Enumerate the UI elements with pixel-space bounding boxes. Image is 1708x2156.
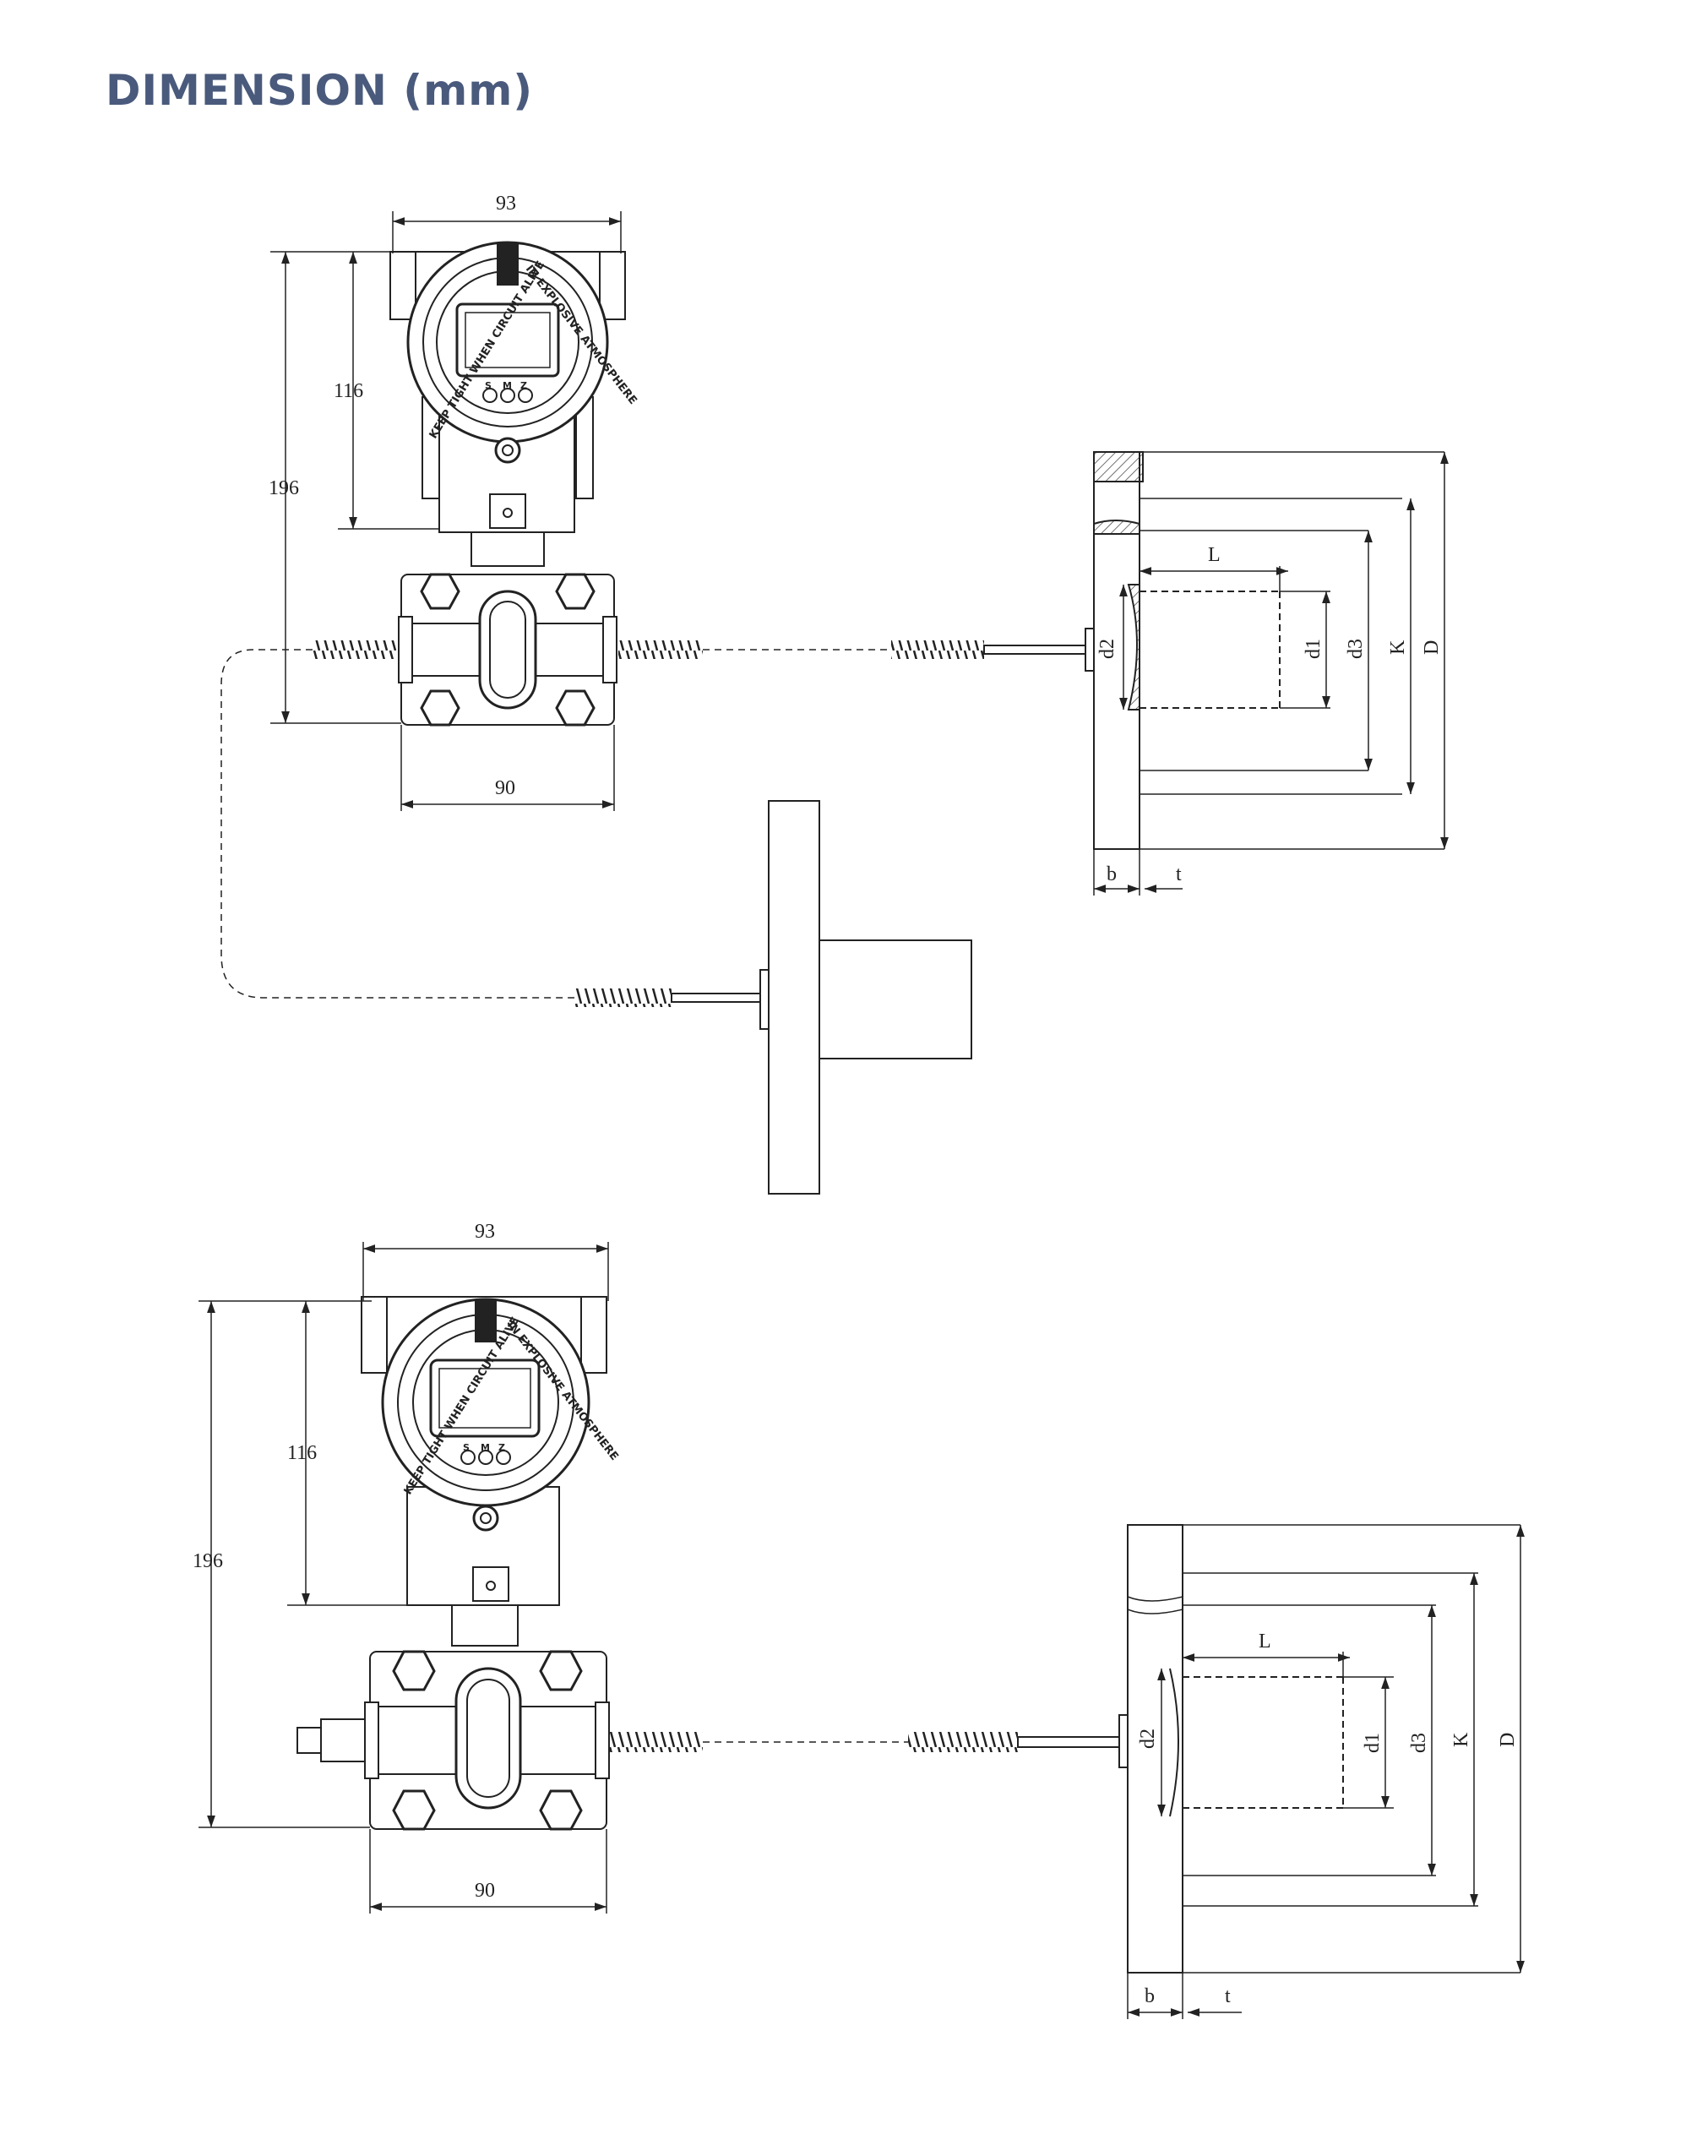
top-lower-seal-flange bbox=[759, 800, 972, 1195]
bottom-label-b: b bbox=[1145, 1985, 1155, 2007]
bottom-dim-93: 93 bbox=[475, 1221, 495, 1243]
bottom-dim-116: 116 bbox=[287, 1442, 317, 1464]
top-dimension-lines bbox=[270, 211, 1449, 896]
top-label-b: b bbox=[1107, 863, 1117, 885]
top-remote-seal-flange bbox=[1085, 451, 1444, 850]
bottom-remote-rod bbox=[1017, 1736, 1120, 1748]
bottom-button-s: S bbox=[463, 1442, 470, 1453]
bottom-dimension-lines bbox=[199, 1242, 1525, 2019]
bottom-right-thread bbox=[610, 1732, 703, 1752]
bottom-label-K: K bbox=[1450, 1732, 1472, 1747]
top-flange-body bbox=[398, 573, 617, 727]
top-label-d1: d1 bbox=[1303, 639, 1325, 659]
top-dim-116: 116 bbox=[334, 380, 363, 402]
bottom-remote-seal-flange bbox=[1118, 1524, 1520, 1974]
bottom-button-m: M bbox=[481, 1442, 490, 1453]
bottom-dim-196: 196 bbox=[193, 1550, 223, 1572]
bottom-flange-body bbox=[296, 1650, 610, 1831]
bottom-label-d1: d1 bbox=[1362, 1733, 1384, 1753]
top-lower-rod bbox=[671, 993, 761, 1003]
bottom-display-cover bbox=[381, 1298, 590, 1532]
top-neck bbox=[471, 531, 545, 567]
bottom-label-d2: d2 bbox=[1137, 1729, 1159, 1749]
bottom-button-z: Z bbox=[498, 1442, 505, 1453]
top-button-s: S bbox=[485, 380, 492, 391]
top-dim-90: 90 bbox=[495, 777, 515, 799]
top-label-K: K bbox=[1387, 640, 1409, 655]
top-remote-thread bbox=[891, 640, 984, 659]
top-dim-93: 93 bbox=[496, 193, 516, 215]
top-remote-rod bbox=[983, 645, 1086, 655]
top-label-d3: d3 bbox=[1345, 639, 1367, 659]
top-label-D: D bbox=[1421, 640, 1443, 655]
top-button-z: Z bbox=[520, 380, 527, 391]
top-label-t: t bbox=[1176, 863, 1182, 885]
bottom-dim-90: 90 bbox=[475, 1880, 495, 1902]
top-button-m: M bbox=[503, 380, 512, 391]
bottom-label-L: L bbox=[1259, 1631, 1271, 1652]
top-label-L: L bbox=[1208, 544, 1221, 566]
bottom-label-d3: d3 bbox=[1408, 1733, 1430, 1753]
top-label-d2: d2 bbox=[1096, 639, 1118, 659]
bottom-neck bbox=[451, 1604, 519, 1647]
top-lower-thread bbox=[574, 988, 672, 1007]
top-view: KEEP TIGHT WHEN CIRCUIT ALIVE IN EXPLOSI… bbox=[220, 193, 1449, 1195]
top-right-thread bbox=[618, 640, 703, 659]
top-capillary-left bbox=[220, 649, 574, 999]
bottom-remote-thread bbox=[908, 1732, 1018, 1752]
page-title: DIMENSION (mm) bbox=[106, 66, 534, 115]
bottom-label-t: t bbox=[1225, 1985, 1231, 2007]
bottom-view: KEEP TIGHT WHEN CIRCUIT ALIVE IN EXPLOSI… bbox=[193, 1221, 1525, 2019]
bottom-label-D: D bbox=[1497, 1733, 1519, 1747]
top-dim-196: 196 bbox=[269, 477, 299, 499]
top-display-cover bbox=[406, 241, 609, 464]
top-left-thread bbox=[313, 640, 397, 659]
